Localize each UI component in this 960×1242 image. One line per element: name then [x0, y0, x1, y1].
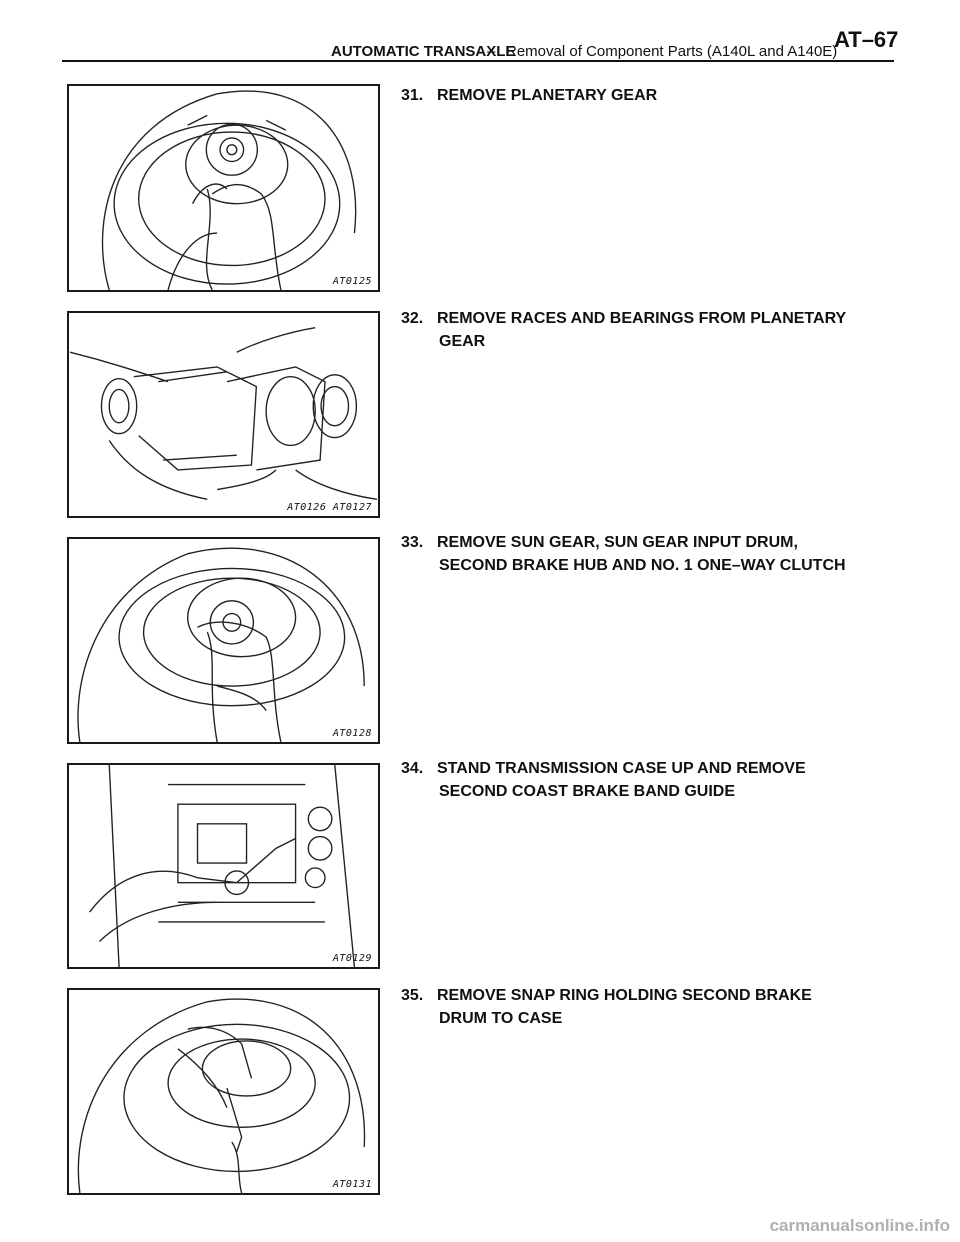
step-number: 33. — [401, 534, 424, 551]
figure-code: AT0128 — [332, 728, 372, 739]
figure-band-guide: AT0129 — [67, 763, 380, 969]
figure-code: AT0129 — [332, 953, 372, 964]
step-number: 35. — [401, 987, 424, 1004]
figure-code: AT0131 — [332, 1179, 372, 1190]
page-number: AT–67 — [834, 27, 899, 52]
step-35: 35. REMOVE SNAP RING HOLDING SECOND BRAKE… — [401, 984, 812, 1030]
step-text-continued: SECOND BRAKE HUB AND NO. 1 ONE–WAY CLUTC… — [439, 557, 846, 574]
figure-races-bearings: AT0126 AT0127 — [67, 311, 380, 518]
step-32: 32. REMOVE RACES AND BEARINGS FROM PLANET… — [401, 307, 846, 353]
races-bearings-illustration — [69, 327, 378, 501]
snap-ring-illustration — [77, 998, 366, 1193]
planetary-gear-illustration — [101, 90, 357, 290]
header-rule — [62, 60, 894, 62]
step-31: 31. REMOVE PLANETARY GEAR — [401, 84, 657, 107]
step-text: STAND TRANSMISSION CASE UP AND REMOVE — [437, 760, 806, 777]
section-subtitle: Removal of Component Parts (A140L and A1… — [506, 43, 838, 60]
sun-gear-illustration — [77, 547, 365, 742]
step-text-continued: SECOND COAST BRAKE BAND GUIDE — [439, 783, 736, 800]
figure-sun-gear: AT0128 — [67, 537, 380, 744]
step-34: 34. STAND TRANSMISSION CASE UP AND REMOVE… — [401, 757, 806, 803]
step-number: 31. — [401, 87, 424, 104]
figure-code: AT0125 — [332, 276, 372, 287]
step-text-continued: DRUM TO CASE — [439, 1010, 563, 1027]
figure-snap-ring: AT0131 — [67, 988, 380, 1195]
step-33: 33. REMOVE SUN GEAR, SUN GEAR INPUT DRUM,… — [401, 531, 846, 577]
section-title: AUTOMATIC TRANSAXLE — [331, 43, 516, 60]
band-guide-illustration — [89, 765, 356, 967]
header-dash: – — [487, 43, 496, 60]
figure-code: AT0126 AT0127 — [287, 502, 372, 513]
watermark-footer: carmanualsonline.info — [769, 1216, 950, 1235]
step-text: REMOVE SUN GEAR, SUN GEAR INPUT DRUM, — [437, 534, 798, 551]
page-header: AUTOMATIC TRANSAXLE – Removal of Compone… — [0, 0, 960, 62]
step-text: REMOVE SNAP RING HOLDING SECOND BRAKE — [437, 987, 812, 1004]
step-number: 32. — [401, 310, 424, 327]
step-text: REMOVE PLANETARY GEAR — [437, 87, 658, 104]
step-number: 34. — [401, 760, 424, 777]
step-text-continued: GEAR — [439, 333, 486, 350]
step-text: REMOVE RACES AND BEARINGS FROM PLANETARY — [437, 310, 847, 327]
figure-planetary-gear: AT0125 — [67, 84, 380, 292]
